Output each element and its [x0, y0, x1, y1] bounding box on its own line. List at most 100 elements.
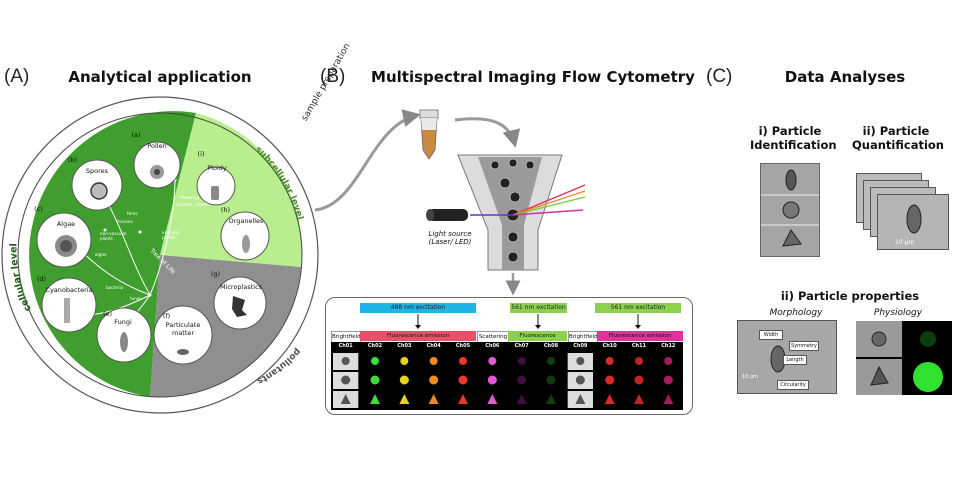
- cell-image: [517, 357, 526, 365]
- excitation-488: 488 nm excitation: [360, 303, 476, 313]
- fungi-circle: [96, 307, 152, 363]
- channel-header: Ch02: [367, 343, 383, 349]
- particulate-letter: (f): [162, 312, 171, 320]
- channel-header: Ch12: [661, 343, 676, 349]
- spores-circle: [71, 159, 123, 211]
- channel-grid: [331, 342, 683, 410]
- cell-image: [458, 394, 468, 404]
- length-label: Length: [783, 355, 807, 365]
- tree-word-algae: algae: [95, 252, 107, 257]
- cell-image: [547, 357, 555, 365]
- cell-image: [664, 357, 673, 365]
- cell-image: [576, 357, 585, 365]
- panel-b-title: Multispectral Imaging Flow Cytometry: [371, 68, 695, 86]
- channel-header: Ch01: [338, 343, 353, 349]
- cell-image: [399, 375, 409, 385]
- channel-header: Ch05: [455, 343, 471, 349]
- microplastics-letter: (g): [210, 270, 221, 278]
- tree-word-flowering: flowering: [180, 195, 200, 200]
- light-source: [426, 209, 468, 221]
- cell-image: [340, 394, 351, 404]
- particulate-matter-circle: [153, 305, 213, 365]
- panel-a-letter: (A): [4, 66, 30, 87]
- sample-tube: [419, 109, 439, 160]
- cell-image: [663, 375, 673, 385]
- microplastics-label: Microplastics: [219, 283, 263, 291]
- tree-word-vascular: vascular plants: [162, 230, 180, 240]
- tree-word-fungi: fungi: [130, 296, 141, 301]
- tree-word-mosses: mosses: [117, 219, 133, 224]
- cell-image: [546, 375, 556, 385]
- symmetry-label: Symmetry: [789, 341, 819, 351]
- ploidy-label: Ploidy: [207, 164, 227, 172]
- emission-fluor-1: Fluorescence emission: [360, 331, 476, 341]
- width-label: Width: [759, 330, 783, 340]
- cytometer-diagram: [314, 109, 586, 296]
- channel-header: Ch04: [426, 343, 441, 349]
- fungi-label: Fungi: [114, 318, 132, 326]
- light-source-label: Light source (Laser/ LED): [428, 230, 472, 246]
- circularity-label: Circularity: [777, 380, 809, 390]
- excitation-561-b: 561 nm excitation: [595, 303, 681, 313]
- properties-title: ii) Particle properties: [780, 289, 920, 303]
- channel-header: Ch07: [514, 343, 529, 349]
- cell-image: [605, 375, 615, 385]
- channel-header: Ch09: [573, 343, 588, 349]
- cell-image: [604, 394, 615, 404]
- morphology-scale: 10 μm: [742, 374, 759, 380]
- cell-image: [635, 357, 643, 365]
- cell-image: [370, 375, 380, 385]
- organelles-circle: [220, 211, 270, 261]
- pollen-circle: [133, 141, 181, 189]
- panel-c-letter: (C): [706, 66, 733, 87]
- tube-to-flow-arrow: [454, 117, 521, 148]
- panel-b-letter: (B): [320, 66, 346, 87]
- channel-header: Ch08: [543, 343, 559, 349]
- cell-image: [458, 375, 468, 385]
- tree-word-ferns: ferns: [127, 211, 138, 216]
- cell-image: [663, 394, 674, 404]
- cell-image: [575, 375, 585, 385]
- identification-image-strip: [760, 163, 820, 257]
- cell-image: [429, 375, 439, 385]
- algae-letter: (c): [34, 205, 43, 213]
- spores-label: Spores: [85, 167, 109, 175]
- physiology-label: Physiology: [873, 308, 923, 318]
- flow-cell: [457, 154, 563, 271]
- ploidy-letter: (i): [197, 150, 205, 158]
- cell-image: [341, 357, 350, 365]
- cyanobacteria-letter: (d): [36, 275, 47, 283]
- cell-image: [488, 357, 497, 365]
- cell-image: [341, 375, 351, 385]
- cell-image: [634, 394, 644, 404]
- panel-a-title: Analytical application: [68, 68, 252, 86]
- pollen-letter: (a): [131, 131, 141, 139]
- channel-header: Ch10: [602, 343, 617, 349]
- organelles-letter: (h): [220, 206, 231, 214]
- cell-image: [399, 394, 410, 404]
- tree-word-nonvascular: non-vascular plants: [100, 231, 127, 241]
- particulate-label: Particulate matter: [165, 321, 201, 337]
- tree-word-conifers: conifers: [176, 202, 193, 207]
- tree-word-plants: plants: [196, 202, 209, 207]
- physiology-grid: [856, 321, 952, 395]
- identification-title: i) Particle Identification: [750, 124, 837, 152]
- channel-header: Ch03: [397, 343, 412, 349]
- analytical-application-wheel: cellular level subcellular level polluta…: [1, 96, 319, 414]
- pollen-label: Pollen: [147, 142, 167, 150]
- tree-word-bacteria: bacteria: [106, 285, 124, 290]
- cell-image: [516, 394, 527, 404]
- excitation-arrows: [415, 314, 641, 329]
- cell-image: [517, 375, 527, 385]
- cell-image: [546, 394, 556, 404]
- sample-prep-arrow: [314, 109, 421, 212]
- algae-label: Algae: [56, 220, 76, 228]
- quantification-front-card: [877, 194, 949, 250]
- channel-cells: [333, 353, 674, 408]
- cell-image: [459, 357, 467, 365]
- cell-image: [429, 357, 438, 365]
- emission-fluor-2: Fluorescence emission: [508, 331, 567, 349]
- organelles-label: Organelles: [228, 217, 264, 225]
- channel-header: Ch11: [631, 343, 647, 349]
